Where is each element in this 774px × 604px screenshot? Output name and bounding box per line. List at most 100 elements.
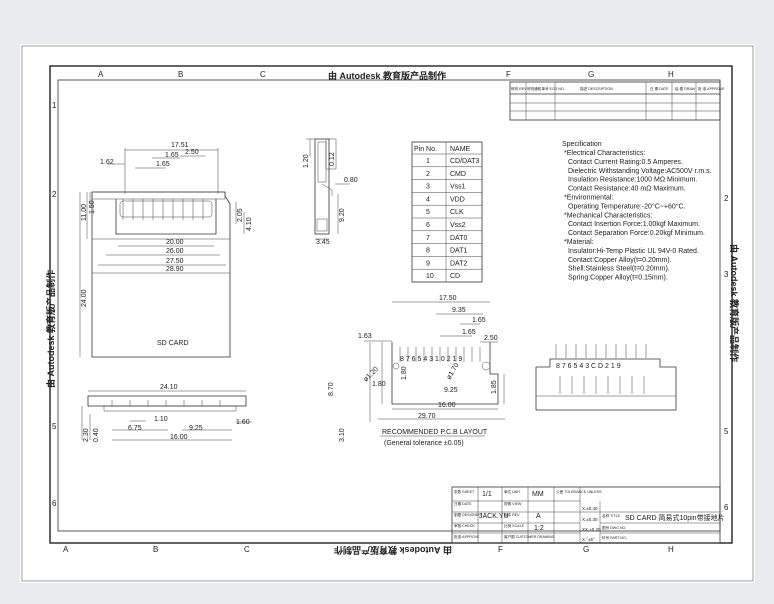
spec-line: Insulation Resistance:1000 MΩ Minimum.: [568, 177, 697, 184]
side-view: 1.20 0.12 0.80 9.20 3.45: [303, 138, 358, 246]
dim-2-30: 2.30: [83, 428, 90, 442]
rev-header-rev: 修改 REV: [511, 86, 527, 91]
grid-row-5: 5: [52, 422, 57, 431]
dim-2-05: 2.05: [237, 208, 244, 222]
grid-row-3-right: 3: [724, 270, 729, 279]
pin-number: 9: [426, 260, 430, 267]
designer-label: 制图 DESIGNER: [454, 512, 481, 517]
unit-value: MM: [532, 491, 544, 498]
pcb-dim-9-35: 9.35: [452, 307, 466, 314]
dim-1-50: 1.50: [89, 200, 96, 214]
dim-20-00: 20.00: [166, 239, 184, 246]
grid-col-g: G: [588, 70, 594, 79]
grid-row-6-right: 6: [724, 503, 729, 512]
pcb-dim-1-80: 1.80: [372, 381, 386, 388]
title-block: 张数 SHEET 1/1 单位 UNIT MM 公差 TOLERANCE UNL…: [451, 486, 725, 544]
date-label: 日期 DATE: [454, 501, 472, 506]
title-value: SD CARD 简易式10pin带接地片: [625, 513, 725, 522]
spec-line: Spring:Copper Alloy(t=0.15mm).: [568, 275, 668, 282]
grid-col-b-bottom: B: [153, 545, 158, 554]
watermark-bottom: 由 Autodesk 教育版产品制作: [334, 545, 452, 556]
pin-number: 4: [426, 196, 430, 203]
grid-col-c: C: [260, 70, 266, 79]
spec-line: Contact Insertion Force:1.00kgf Maximum.: [568, 221, 700, 228]
bottom-view: 24.10 2.30 0.40 1.10 6.75 9.25 1.60 16.0…: [81, 384, 252, 442]
pcb-pin-numbers: 8 7 6 5 4 3 1 0 2 1 9: [400, 356, 462, 363]
specification-block: Specification *Electrical Characteristic…: [562, 141, 712, 282]
watermark-top: 由 Autodesk 教育版产品制作: [328, 70, 446, 81]
spec-line: Shell:Stainless Steel(t=0.20mm).: [568, 266, 670, 273]
grid-row-2-right: 2: [724, 194, 729, 203]
grid-col-f-bottom: F: [498, 545, 503, 554]
pcb-dim-1-80-v: 1.80: [401, 366, 408, 380]
pin-name: DAT1: [450, 248, 467, 255]
scale-label: 比例 SCALE: [504, 523, 525, 528]
grid-col-g-bottom: G: [583, 545, 589, 554]
dim-16-00: 16.00: [170, 434, 188, 441]
part-label: 料号 PART NO.: [602, 535, 627, 540]
pcb-dim-2-50: 2.50: [484, 335, 498, 342]
rev-header-draw: 绘 图 DRAW: [675, 86, 696, 91]
pin-name: DAT0: [450, 235, 467, 242]
pin-name: VDD: [450, 196, 465, 203]
spec-line: *Electrical Characteristics:: [564, 150, 645, 157]
dim-9-20: 9.20: [339, 208, 346, 222]
dim-0-80: 0.80: [344, 177, 358, 184]
sd-card-label: SD CARD: [157, 340, 189, 347]
spec-line: Contact Separation Force:0.20kgf Minimum…: [568, 230, 705, 237]
spec-line: Contact Current Rating:0.5 Amperes.: [568, 159, 683, 166]
pin-number: 1: [426, 158, 430, 165]
tolerance-label: 公差 TOLERANCE UNLESS: [556, 489, 602, 494]
pin-number: 6: [426, 222, 430, 229]
rev-label: 版本 REV: [504, 512, 520, 517]
grid-row-1: 1: [52, 101, 57, 110]
grid-columns-top: A B C F G H: [98, 70, 674, 79]
dim-24-00: 24.00: [81, 289, 88, 307]
dim-26-00: 26.00: [166, 248, 184, 255]
pcb-dim-16-00: 16.00: [438, 402, 456, 409]
tolerance-4: X.°±5°: [582, 537, 595, 542]
pin-name: CLK: [450, 209, 464, 216]
pin-number: 2: [426, 171, 430, 178]
drawing-border: [49, 65, 733, 544]
pcb-tolerance: (General tolerance ±0.05): [384, 440, 464, 447]
pin-number: 7: [426, 235, 430, 242]
spec-line: Contact:Copper Alloy(t=0.20mm).: [568, 257, 672, 264]
watermark-left: 由 Autodesk 教育版产品制作: [45, 270, 56, 388]
pin-number: 8: [426, 248, 430, 255]
dim-1-20: 1.20: [303, 154, 310, 168]
dim-24-10: 24.10: [160, 384, 178, 391]
grid-rows-right: 2 3 5 6: [724, 194, 729, 512]
dim-1-65: 1.65: [165, 152, 179, 159]
dim-3-45: 3.45: [316, 239, 330, 246]
spec-line: Contact Resistance:40 mΩ Maximum.: [568, 186, 686, 193]
dim-17-51: 17.51: [171, 142, 189, 149]
outer-sheet-edge: [21, 45, 754, 582]
approve-label: 批准 APPROVE: [454, 534, 480, 539]
pin-name: Vss2: [450, 222, 466, 229]
dim-9-25: 9.25: [189, 425, 203, 432]
spec-line: Dielectric Withstanding Voltage:AC500V r…: [568, 168, 712, 175]
pin-header-no: Pin No.: [414, 146, 437, 153]
rev-value: A: [536, 513, 541, 520]
pin-name: DAT2: [450, 260, 467, 267]
spec-line: *Environmental:: [564, 195, 613, 202]
check-label: 审核 CHECK: [454, 523, 475, 528]
grid-rows-left: 1 2 5 6: [52, 101, 57, 508]
pcb-title: RECOMMENDED P.C.B LAYOUT: [382, 429, 488, 436]
grid-col-f: F: [506, 70, 511, 79]
spec-title: Specification: [562, 141, 602, 148]
tolerance-1: X.±0.40: [582, 506, 598, 511]
pcb-dim-1-65: 1.65: [472, 317, 486, 324]
dim-28-90: 28.90: [166, 266, 184, 273]
drawing-canvas: A B C F G H A B C F G H 1 2 5 6 2 3 5 6 …: [21, 45, 754, 582]
rev-header-date: 日 期 DATE: [650, 86, 669, 91]
dwg-label: 图号 DWG NO.: [602, 525, 626, 530]
pcb-dim-dia-1-70: ø1.70: [446, 362, 461, 381]
pin-name: CD: [450, 273, 460, 280]
pin-name: CD/DAT3: [450, 158, 480, 165]
inner-border: [57, 79, 721, 532]
pcb-dim-17-50: 17.50: [439, 295, 457, 302]
pin-number: 10: [426, 273, 434, 280]
title-label: 名称 TITLE: [602, 513, 621, 518]
